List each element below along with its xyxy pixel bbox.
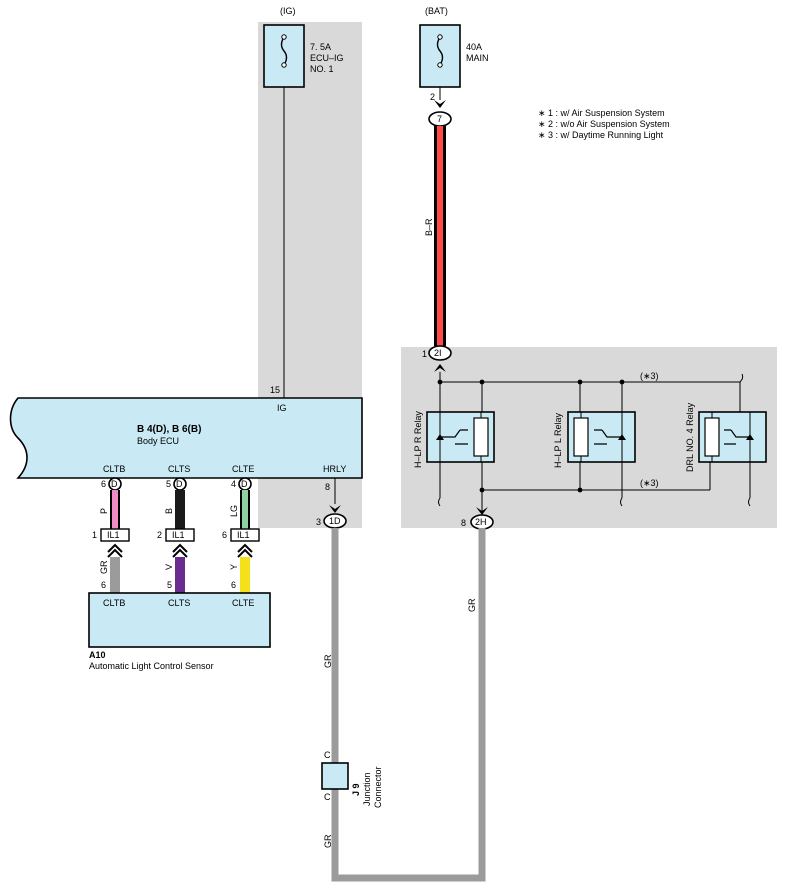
junction-line2: Connector	[373, 766, 383, 808]
ecu-clte-pin-number: 4	[231, 479, 236, 489]
c2h-pin-number: 8	[461, 518, 466, 528]
wire-gr-loop	[331, 528, 486, 882]
ecu-cltb-pin-number: 6	[101, 479, 106, 489]
body-ecu-name: Body ECU	[137, 436, 179, 446]
ecu-ig-pin-label: IG	[277, 403, 287, 413]
ecu-clts-pin-number: 5	[166, 479, 171, 489]
bus-junction-dots	[437, 379, 625, 493]
il1-clts-pin-number: 2	[157, 530, 162, 540]
relay-hlp-l-label: H–LP L Relay	[553, 412, 563, 468]
fuse-ecu-ig-line2: NO. 1	[310, 64, 334, 74]
body-ecu-code: B 4(D), B 6(B)	[137, 424, 201, 435]
c7-pin-number: 2	[430, 92, 435, 102]
ecu-connector-clts-letter: D	[176, 479, 183, 489]
ig-source-label: (IG)	[280, 6, 296, 16]
sensor-name: Automatic Light Control Sensor	[89, 661, 214, 671]
il1-clte-pin-number: 6	[222, 530, 227, 540]
fuse-main	[419, 24, 461, 88]
ecu-clte-label: CLTE	[232, 464, 254, 474]
junction-connector-j9	[321, 762, 349, 790]
wire-gr-cltb	[110, 557, 120, 593]
sensor-clts-pin-number: 5	[167, 580, 172, 590]
fuse-ecu-ig-line1: ECU–IG	[310, 53, 344, 63]
wire-y	[240, 557, 250, 593]
c1d-pin-number: 3	[316, 517, 321, 527]
relay-drl-label: DRL NO. 4 Relay	[685, 402, 695, 472]
sensor-cltb-label: CLTB	[103, 598, 125, 608]
c2i-pin-number: 1	[422, 349, 427, 359]
wire-lg	[240, 490, 250, 530]
note-3: ∗ 3 : w/ Daytime Running Light	[538, 130, 664, 140]
ecu-ig-pin-number: 15	[270, 385, 280, 395]
note-2: ∗ 2 : w/o Air Suspension System	[538, 119, 670, 129]
wire-p-label: P	[99, 508, 109, 514]
wire-b	[175, 490, 185, 530]
wire-v-label: V	[164, 564, 174, 570]
connector-2h-label: 2H	[475, 517, 487, 527]
c1d-terminal-arrow	[329, 505, 341, 513]
ecu-connector-cltb-letter: D	[111, 479, 118, 489]
connector-2i-label: 2I	[434, 348, 442, 358]
ecu-cltb-label: CLTB	[103, 464, 125, 474]
wire-b-label: B	[164, 508, 174, 514]
wire-gr-cltb-label: GR	[99, 560, 109, 574]
ecu-clts-label: CLTS	[168, 464, 190, 474]
relay-hlp-l	[567, 411, 636, 463]
ecu-connector-clte-letter: D	[241, 479, 248, 489]
fuse-ecu-ig	[263, 24, 305, 88]
il1-clte-label: IL1	[237, 530, 250, 540]
sensor-cltb-pin-number: 6	[101, 580, 106, 590]
ecu-hrly-pin-number: 8	[325, 482, 330, 492]
fuse-main-rating: 40A	[466, 42, 482, 52]
relay-hlp-r	[426, 411, 495, 463]
bat-source-label: (BAT)	[425, 6, 448, 16]
junction-line1: Junction	[362, 772, 372, 806]
il1-connector-cltb	[100, 528, 130, 558]
junction-pin-bottom: C	[324, 792, 331, 802]
il1-cltb-pin-number: 1	[92, 530, 97, 540]
wire-b-r-label: B–R	[424, 218, 434, 236]
wire-lg-label: LG	[229, 505, 239, 517]
ecu-hrly-label: HRLY	[323, 464, 346, 474]
junction-code: J 9	[351, 783, 361, 796]
body-ecu-box	[9, 397, 363, 479]
il1-cltb-label: IL1	[107, 530, 120, 540]
relay-hlp-r-label: H–LP R Relay	[413, 411, 423, 468]
wire-b-r	[434, 126, 446, 346]
relay-note-top: (∗3)	[640, 371, 659, 381]
connector-2i	[428, 345, 452, 361]
wire-gr-relay-label: GR	[467, 598, 477, 612]
junction-pin-top: C	[324, 750, 331, 760]
connector-7-label: 7	[437, 114, 442, 124]
il1-clts-label: IL1	[172, 530, 185, 540]
sensor-code: A10	[89, 650, 106, 660]
il1-connector-clts	[165, 528, 195, 558]
c2i-terminal-arrow	[434, 364, 446, 372]
sensor-clte-pin-number: 6	[231, 580, 236, 590]
connector-1d-label: 1D	[329, 516, 341, 526]
fuse-ecu-ig-rating: 7. 5A	[310, 42, 331, 52]
wire-p	[110, 490, 120, 530]
relay-note-bottom: (∗3)	[640, 478, 659, 488]
note-1: ∗ 1 : w/ Air Suspension System	[538, 108, 665, 118]
wire-gr-hrly-label: GR	[323, 654, 333, 668]
c7-terminal-arrow	[434, 100, 446, 108]
relay-drl	[698, 411, 767, 463]
c2h-terminal-arrow	[476, 507, 488, 515]
sensor-clts-label: CLTS	[168, 598, 190, 608]
wire-gr-junction-out-label: GR	[323, 834, 333, 848]
sensor-box	[88, 592, 271, 648]
wire-v	[175, 557, 185, 593]
sensor-clte-label: CLTE	[232, 598, 254, 608]
il1-connector-clte	[230, 528, 260, 558]
fuse-main-line1: MAIN	[466, 53, 489, 63]
wire-y-label: Y	[229, 564, 239, 570]
